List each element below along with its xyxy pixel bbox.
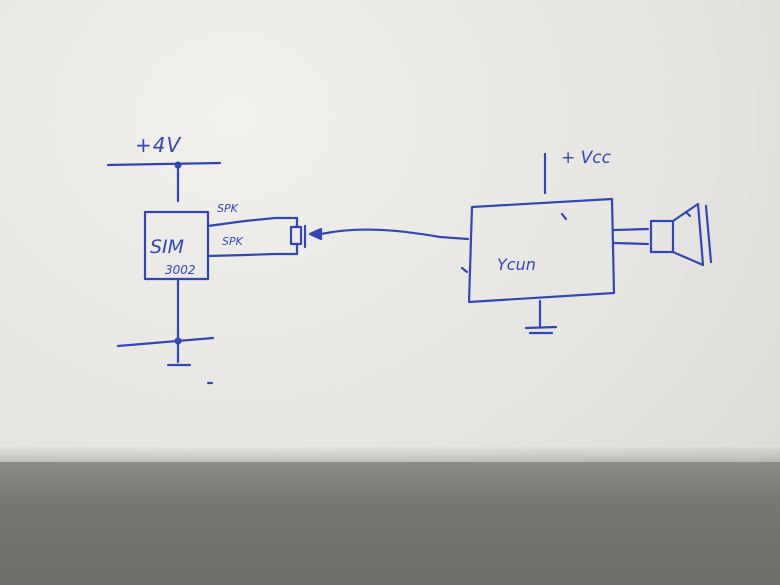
speaker-wire-bottom <box>612 241 650 246</box>
amp-box <box>467 197 616 304</box>
speaker-front <box>704 204 713 264</box>
coupling-element <box>289 225 303 246</box>
right-supply-label: + Vcc <box>561 148 612 168</box>
spk-top-label: SPK <box>217 202 239 215</box>
left-ground-rail <box>116 336 215 348</box>
signal-arrow <box>308 227 323 241</box>
sim-chip-box <box>143 210 210 281</box>
amp-input-tick <box>460 266 469 274</box>
amp-label: Ycun <box>497 255 536 274</box>
shadow-area <box>0 462 780 585</box>
left-ground-node <box>174 337 182 345</box>
left-supply-rail <box>106 161 222 167</box>
amp-mark <box>560 212 568 221</box>
sim-chip-label: SIM <box>150 236 184 258</box>
spk-bottom-wire <box>206 244 299 258</box>
amp-ground-bar <box>524 325 558 330</box>
spk-bottom-label: SPK <box>222 235 244 248</box>
sim-chip-number: 3002 <box>165 263 196 277</box>
speaker-wire-top <box>612 227 650 232</box>
signal-wire <box>319 228 470 241</box>
left-supply-label: +4V <box>135 133 181 157</box>
speaker-mark <box>684 210 692 218</box>
speaker-magnet <box>649 219 675 254</box>
spk-top-wire <box>206 216 299 229</box>
left-supply-node <box>174 161 182 169</box>
